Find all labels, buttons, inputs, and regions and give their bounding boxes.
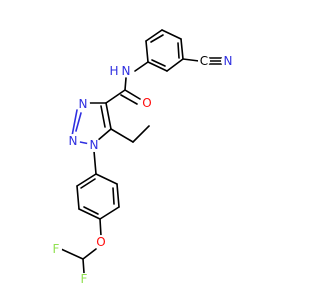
bond — [76, 185, 80, 210]
o-carbonyl-label: O — [142, 96, 151, 110]
bond — [112, 187, 115, 205]
bond — [60, 248, 84, 260]
bond — [75, 112, 82, 132]
bond — [161, 29, 182, 40]
molecule-diagram: N H O C N N N N — [50, 29, 235, 286]
bond — [120, 94, 138, 105]
bond — [105, 102, 112, 130]
nitrile-n-atom: N — [221, 54, 235, 68]
bond — [116, 183, 120, 208]
bond — [145, 29, 163, 42]
bond — [96, 128, 112, 142]
fluorine-1-atom: F — [50, 242, 62, 256]
bond — [147, 61, 168, 72]
c-nitrile-label: C — [200, 54, 208, 68]
nitrile-c-atom: C — [198, 54, 210, 68]
bond — [124, 77, 127, 91]
bond — [82, 248, 97, 260]
n-triazole-1-label: N — [79, 97, 88, 111]
bond — [95, 173, 118, 185]
bonds — [60, 29, 223, 274]
triazole-n3-atom: N — [87, 138, 101, 152]
bond — [99, 218, 102, 237]
bond — [134, 61, 149, 72]
triazole-n2-atom: N — [66, 134, 80, 148]
o-ether-label: O — [96, 235, 105, 249]
bond — [182, 58, 200, 62]
f-1-label: F — [53, 242, 60, 256]
structure-svg: N H O C N N N N — [50, 29, 235, 286]
bond — [105, 89, 126, 104]
bond — [110, 128, 134, 143]
carbonyl-o-atom: O — [140, 96, 154, 110]
n-nitrile-label: N — [224, 54, 233, 68]
triazole-n1-atom: N — [76, 97, 90, 111]
bond — [100, 105, 106, 128]
ether-o-atom: O — [94, 235, 108, 249]
bond — [80, 178, 96, 189]
bond — [150, 34, 164, 43]
amide-h-atom: H — [108, 64, 120, 78]
n-triazole-2-label: N — [69, 134, 78, 148]
bond — [99, 206, 120, 220]
bond — [177, 42, 180, 59]
bond — [132, 125, 150, 143]
amide-n-atom: N — [119, 63, 133, 78]
h-amide-label: H — [109, 64, 118, 78]
bond — [78, 208, 101, 220]
atom-labels: N H O C N N N N — [50, 54, 235, 286]
f-2-label: F — [81, 272, 88, 286]
n-amide-label: N — [122, 64, 131, 78]
bond — [145, 40, 149, 63]
bond — [71, 109, 78, 137]
bond — [83, 206, 99, 215]
bond — [124, 89, 141, 100]
bond — [180, 38, 184, 60]
fluorine-2-atom: F — [78, 272, 90, 286]
bond — [82, 258, 85, 274]
bond — [151, 59, 166, 67]
bond — [93, 150, 97, 175]
bond — [166, 58, 184, 72]
n-triazole-3-label: N — [90, 138, 99, 152]
bond — [76, 173, 97, 187]
